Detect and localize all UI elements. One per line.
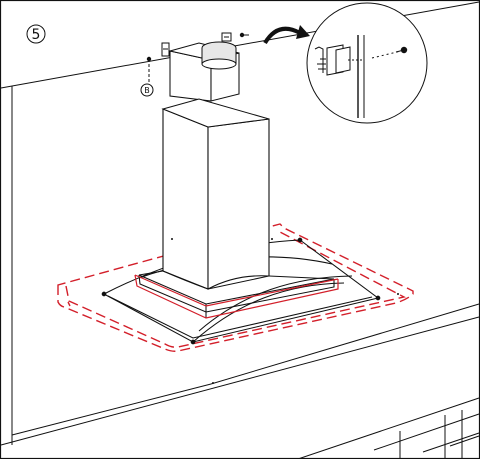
hood-base-red-outline <box>134 274 339 319</box>
small-mark-1 <box>171 238 173 240</box>
canopy-corner-point-right <box>375 295 381 301</box>
step-number-text: 5 <box>32 27 41 43</box>
bracket-detail-view <box>306 2 428 124</box>
canopy-corner-point-left <box>101 291 107 297</box>
detail-circle <box>306 2 428 124</box>
small-mark-3 <box>271 238 273 240</box>
countertop-back-line <box>0 316 480 446</box>
inner-dashed-outline <box>65 230 407 348</box>
left-screw-head <box>146 56 152 62</box>
lower-cabinets <box>297 397 480 459</box>
canopy-corner-point-rear <box>297 237 303 243</box>
detail-arrow <box>263 25 310 45</box>
callout-b-text: B <box>144 86 150 95</box>
canopy-corner-point-front <box>190 339 196 345</box>
detail-bracket-side <box>335 46 351 74</box>
lower-chimney-left-face <box>162 108 209 290</box>
cabinet-drawer-line-2 <box>422 432 480 453</box>
cabinet-drawer-line-1 <box>449 435 480 447</box>
detail-screw-thread <box>395 49 405 53</box>
chimney-bottom-curve <box>162 270 270 290</box>
callout-b: B <box>140 83 154 97</box>
red-dashed-footprint <box>57 223 414 352</box>
countertop-front-line-right <box>210 303 480 385</box>
outer-dashed-outline <box>57 223 414 352</box>
step-number-circle <box>26 24 46 44</box>
glass-canopy-curve-highlight <box>198 275 353 332</box>
cabinet-face-line <box>373 413 480 451</box>
detail-screw-arm <box>314 46 324 73</box>
detail-arrow-shaft <box>263 26 301 45</box>
exhaust-pipe <box>201 41 237 70</box>
glass-canopy-inner-front <box>107 295 373 339</box>
mounting-hardware <box>146 32 249 84</box>
small-mark-2 <box>212 382 214 384</box>
hood-base-right-join <box>268 275 335 280</box>
exhaust-pipe-bottom <box>201 58 237 70</box>
callout-b-circle <box>140 83 154 97</box>
hood-base-left-join <box>138 270 164 276</box>
hood-base-red-upper <box>134 274 339 307</box>
lower-chimney-right-face <box>207 118 270 290</box>
small-mark-4 <box>397 293 399 295</box>
step-number-badge: 5 <box>26 24 46 44</box>
hood-base-red-lower <box>134 274 339 319</box>
countertop-front-line-left <box>11 383 212 436</box>
glass-canopy-front-curve <box>192 282 345 343</box>
detail-arrow-head <box>296 25 310 39</box>
outline-corner-mark <box>67 301 71 307</box>
cabinet-top-edge <box>297 397 480 459</box>
small-diagram-marks <box>171 238 399 384</box>
